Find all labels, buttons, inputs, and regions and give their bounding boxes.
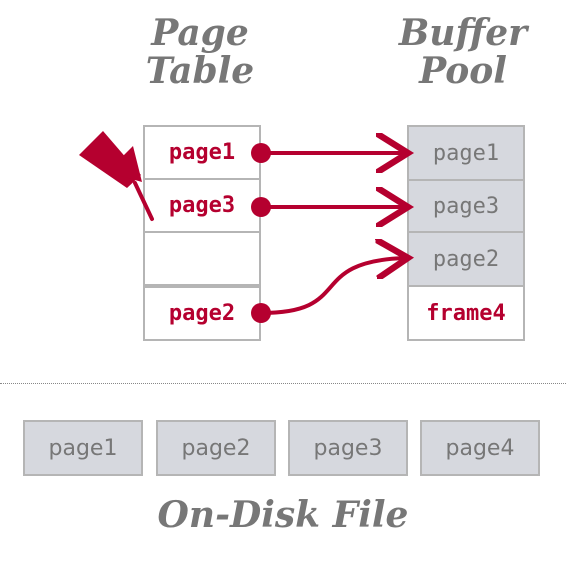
pointer-dot <box>251 197 271 217</box>
disk-page: page1 <box>23 420 143 476</box>
buffer-frame: page1 <box>407 125 525 181</box>
pushpin-icon <box>79 131 154 221</box>
page-table-entry: page1 <box>143 125 261 180</box>
page-table-entry: page2 <box>143 286 261 341</box>
memory-disk-divider <box>0 383 566 384</box>
pointer-dot <box>251 303 271 323</box>
pointer-dot <box>251 143 271 163</box>
pointer-page3 <box>251 197 404 217</box>
disk-page: page3 <box>288 420 408 476</box>
buffer-frame-empty: frame4 <box>407 285 525 341</box>
page-table-title: Page Table <box>145 12 255 92</box>
page-table-entry <box>143 231 261 286</box>
buffer-frame: page2 <box>407 231 525 287</box>
disk-page: page4 <box>420 420 540 476</box>
pointer-page1 <box>251 143 404 163</box>
disk-page: page2 <box>156 420 276 476</box>
disk-file-title: On-Disk File <box>157 494 409 536</box>
buffer-pool-title: Buffer Pool <box>398 12 528 92</box>
pointer-page2 <box>251 258 404 323</box>
